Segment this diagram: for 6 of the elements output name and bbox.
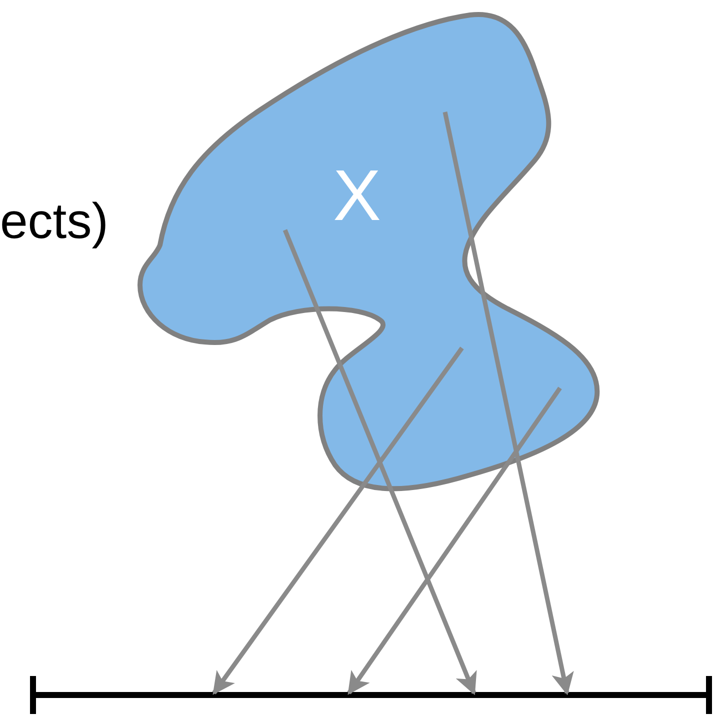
arrow bbox=[442, 112, 574, 696]
partial-text: ects) bbox=[0, 196, 108, 246]
arrow bbox=[347, 386, 562, 695]
arrow bbox=[282, 229, 477, 696]
variable-label: X bbox=[333, 160, 382, 232]
arrow bbox=[212, 346, 464, 695]
